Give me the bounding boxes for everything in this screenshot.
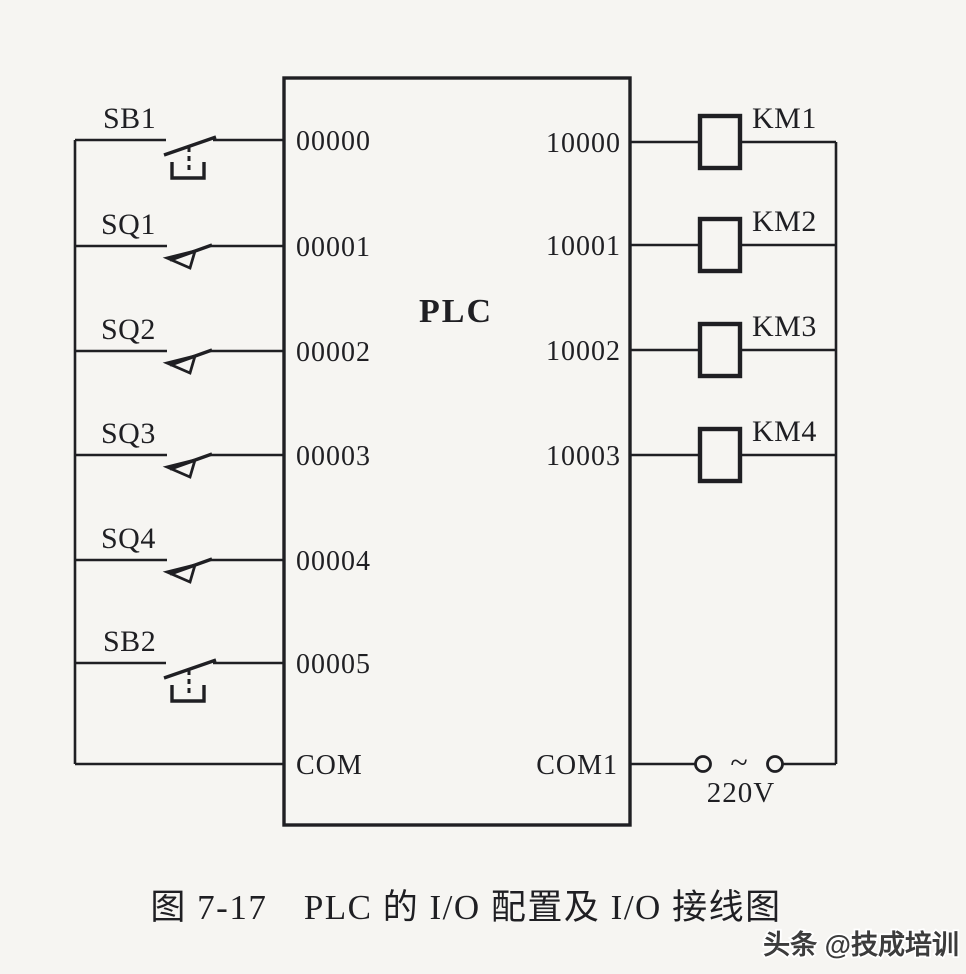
ac-symbol: ~: [730, 744, 747, 780]
coil-label: KM1: [752, 102, 817, 135]
input-row-sq4: SQ4: [75, 522, 284, 584]
coil-label: KM2: [752, 205, 817, 238]
plc-box: [282, 76, 632, 827]
input-port-label: 00004: [296, 546, 371, 577]
contactor-coil-icon: [697, 113, 743, 171]
input-row-sb2: SB2: [75, 625, 284, 703]
voltage-label: 220V: [707, 777, 775, 809]
device-label: SB2: [103, 625, 156, 658]
input-row-sq1: SQ1: [75, 208, 284, 270]
output-port-label: 10000: [546, 128, 621, 159]
device-label: SB1: [103, 102, 156, 135]
output-port-label: 10001: [546, 231, 621, 262]
input-common-label: COM: [296, 750, 363, 781]
contactor-coil-icon: [697, 321, 743, 379]
supply-terminal-icon: [694, 755, 712, 773]
output-port-label: 10003: [546, 441, 621, 472]
contactor-coil-icon: [697, 216, 743, 274]
input-port-label: 00001: [296, 232, 371, 263]
pushbutton-cap-icon: [170, 685, 206, 703]
device-label: SQ1: [101, 208, 156, 241]
pushbutton-no-icon: [163, 135, 217, 157]
figure-caption: 图 7-17 PLC 的 I/O 配置及 I/O 接线图: [150, 888, 781, 927]
device-label: SQ3: [101, 417, 156, 450]
power-supply: ~ 220V: [630, 744, 836, 809]
input-row-sq3: SQ3: [75, 417, 284, 479]
output-row-km2: KM2: [630, 205, 836, 274]
limit-switch-roller-icon: [162, 354, 198, 375]
input-row-sq2: SQ2: [75, 313, 284, 375]
output-row-km3: KM3: [630, 310, 836, 379]
limit-switch-roller-icon: [162, 563, 198, 584]
output-row-km1: KM1: [630, 102, 836, 171]
input-port-label: 00003: [296, 441, 371, 472]
coil-label: KM4: [752, 415, 817, 448]
input-port-label: 00000: [296, 126, 371, 157]
device-label: SQ2: [101, 313, 156, 346]
contactor-coil-icon: [697, 426, 743, 484]
supply-terminal-icon: [766, 755, 784, 773]
input-port-label: 00002: [296, 337, 371, 368]
coil-label: KM3: [752, 310, 817, 343]
output-port-label: 10002: [546, 336, 621, 367]
device-label: SQ4: [101, 522, 156, 555]
pushbutton-cap-icon: [170, 162, 206, 180]
pushbutton-no-icon: [163, 658, 217, 680]
output-common-label: COM1: [536, 750, 618, 781]
limit-switch-roller-icon: [162, 458, 198, 479]
limit-switch-roller-icon: [162, 249, 198, 270]
input-port-label: 00005: [296, 649, 371, 680]
output-row-km4: KM4: [630, 415, 836, 484]
watermark: 头条 @技成培训: [763, 930, 959, 960]
input-row-sb1: SB1: [75, 102, 284, 180]
plc-title: PLC: [419, 293, 493, 330]
